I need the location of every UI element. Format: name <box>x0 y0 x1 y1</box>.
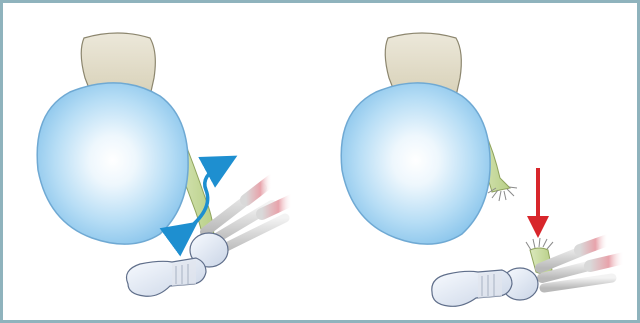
tendon-bundle-torn <box>540 240 624 288</box>
condyle-intact <box>37 83 188 244</box>
panel-torn <box>341 33 624 306</box>
anatomy-illustration <box>3 3 637 320</box>
condyle-torn <box>341 83 490 244</box>
downward-arrow-icon <box>527 168 549 238</box>
panel-intact <box>37 33 292 296</box>
